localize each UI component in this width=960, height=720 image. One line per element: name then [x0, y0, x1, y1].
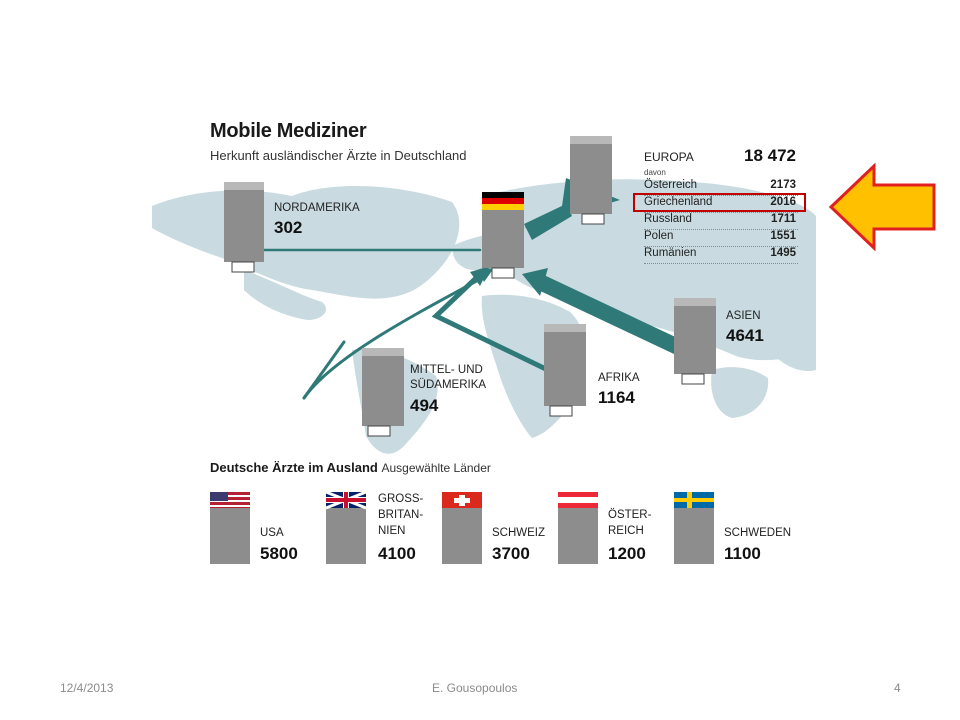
- footer-page-number: 4: [894, 681, 901, 695]
- building-suedamerika: [362, 348, 404, 437]
- region-name-mittelamerika: MITTEL- UND: [410, 364, 483, 376]
- infographic: Mobile Mediziner Herkunft ausländischer …: [152, 120, 816, 572]
- building-uk: [325, 490, 367, 564]
- region-name-afrika: AFRIKA: [598, 372, 640, 384]
- abroad-value-ch: 3700: [492, 544, 530, 563]
- region-value-nordamerika: 302: [274, 218, 303, 237]
- region-name-nordamerika: NORDAMERIKA: [274, 202, 360, 214]
- europa-country: Rumänien: [644, 247, 697, 259]
- building-nordamerika: [224, 182, 264, 273]
- footer-author: E. Gousopoulos: [432, 681, 518, 695]
- europa-row: Griechenland 2016: [644, 195, 798, 213]
- building-usa: [210, 492, 250, 564]
- building-austria: [558, 492, 598, 564]
- europa-row: Polen 1551: [644, 229, 798, 247]
- europa-country: Österreich: [644, 179, 698, 191]
- europa-davon: davon: [644, 168, 666, 177]
- building-asien: [674, 298, 716, 385]
- infographic-title: Mobile Mediziner: [210, 120, 367, 142]
- building-germany: [482, 192, 524, 279]
- building-sweden: [674, 492, 714, 564]
- abroad-heading: Deutsche Ärzte im Ausland Ausgewählte Lä…: [210, 460, 491, 475]
- europa-value: 2016: [770, 196, 796, 208]
- europa-country: Griechenland: [644, 196, 713, 208]
- europa-country: Russland: [644, 213, 692, 225]
- abroad-value-se: 1100: [724, 544, 761, 563]
- building-afrika: [544, 324, 586, 417]
- abroad-country-gb-1: GROSS-: [378, 493, 424, 505]
- abroad-country-at-1: ÖSTER-: [608, 509, 652, 521]
- building-switzerland: [442, 492, 482, 564]
- world-map: [152, 136, 816, 564]
- europa-country: Polen: [644, 230, 674, 242]
- abroad-value-gb: 4100: [378, 544, 416, 563]
- region-value-afrika: 1164: [598, 388, 635, 407]
- griechenland-highlight-box: [633, 193, 806, 212]
- abroad-country-gb-3: NIEN: [378, 525, 406, 537]
- buildings: [224, 136, 716, 437]
- abroad-value-at: 1200: [608, 544, 646, 563]
- abroad-country-usa: USA: [260, 527, 284, 539]
- flow-arrows: [262, 248, 688, 400]
- europa-value: 1495: [770, 247, 796, 259]
- europa-value: 1551: [770, 230, 796, 242]
- europa-row: Österreich 2173: [644, 178, 798, 196]
- europa-total: 18 472: [744, 146, 796, 165]
- europa-value: 2173: [770, 179, 796, 191]
- abroad-title: Deutsche Ärzte im Ausland: [210, 460, 378, 475]
- footer-date: 12/4/2013: [60, 681, 114, 695]
- abroad-subtitle: Ausgewählte Länder: [381, 461, 491, 475]
- region-name-asien: ASIEN: [726, 310, 761, 322]
- europa-label: EUROPA: [644, 150, 694, 164]
- abroad-country-ch: SCHWEIZ: [492, 527, 546, 539]
- region-value-asien: 4641: [726, 326, 764, 345]
- building-europa: [570, 136, 612, 225]
- europa-row: Russland 1711: [644, 212, 798, 230]
- abroad-country-se: SCHWEDEN: [724, 527, 792, 539]
- region-name-suedamerika: SÜDAMERIKA: [410, 379, 487, 391]
- infographic-subtitle: Herkunft ausländischer Ärzte in Deutschl…: [210, 148, 467, 163]
- europa-value: 1711: [771, 213, 796, 225]
- abroad-country-gb-2: BRITAN-: [378, 509, 424, 521]
- region-value-suedamerika: 494: [410, 396, 439, 415]
- left-pointing-arrow-icon: [828, 163, 936, 251]
- abroad-buildings: [210, 490, 714, 564]
- abroad-value-usa: 5800: [260, 544, 298, 563]
- abroad-country-at-2: REICH: [608, 525, 644, 537]
- europa-row: Rumänien 1495: [644, 246, 798, 264]
